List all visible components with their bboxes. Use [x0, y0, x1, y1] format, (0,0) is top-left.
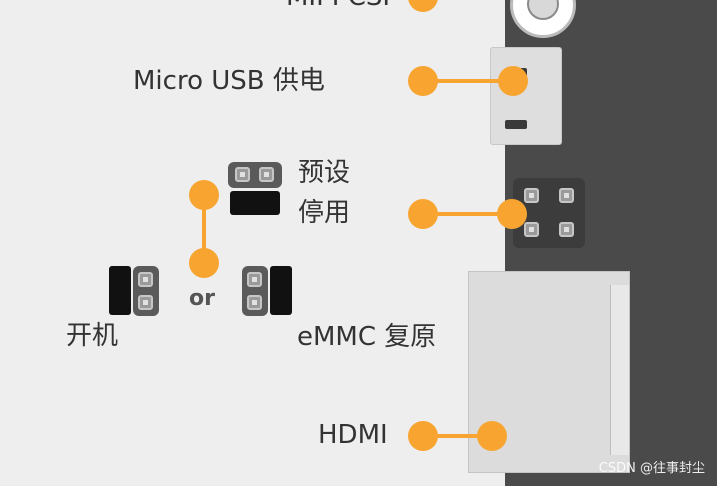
label-power-on: 开机 — [66, 321, 119, 351]
pin — [235, 167, 250, 182]
hdmi-port — [468, 271, 630, 473]
jumper-cap-icon — [270, 266, 292, 315]
pin — [559, 222, 574, 237]
callout-dot-top — [408, 0, 438, 12]
micro-usb-port — [490, 47, 562, 145]
pin — [138, 295, 153, 310]
pin — [138, 272, 153, 287]
label-micro-usb: Micro USB 供电 — [133, 66, 325, 96]
label-hdmi: HDMI — [318, 420, 388, 450]
label-preset-line1: 预设 — [298, 158, 351, 188]
callout-dot-hdmi-right — [477, 421, 507, 451]
micro-usb-slot-bottom — [505, 120, 527, 129]
callout-dot-header-left — [408, 199, 438, 229]
jumper-cap-icon — [230, 191, 280, 215]
callout-dot-usb-left — [408, 66, 438, 96]
pin — [559, 188, 574, 203]
pin — [259, 167, 274, 182]
jumper-preset-icon — [228, 162, 282, 188]
hdmi-port-lip — [610, 285, 629, 455]
label-preset-line2: 停用 — [298, 198, 351, 228]
pin — [524, 222, 539, 237]
callout-line-jumper — [202, 194, 206, 264]
callout-line-usb — [425, 79, 513, 83]
jumper-cap-icon — [109, 266, 131, 315]
callout-dot-hdmi-left — [408, 421, 438, 451]
callout-dot-jumper-top — [189, 180, 219, 210]
jumper-power-on-icon — [133, 266, 159, 316]
label-mipi-csi: MIPI CSI — [286, 0, 390, 10]
callout-dot-usb-right — [498, 66, 528, 96]
jumper-emmc-icon — [242, 266, 268, 316]
pin — [247, 272, 262, 287]
label-or: or — [189, 286, 215, 311]
callout-dot-jumper-bottom — [189, 248, 219, 278]
watermark: CSDN @往事封尘 — [598, 461, 705, 476]
label-emmc: eMMC 复原 — [297, 322, 437, 352]
pin — [247, 295, 262, 310]
callout-line-header — [425, 212, 513, 216]
callout-dot-header-right — [497, 199, 527, 229]
pin — [524, 188, 539, 203]
callout-line-hdmi — [425, 434, 491, 438]
